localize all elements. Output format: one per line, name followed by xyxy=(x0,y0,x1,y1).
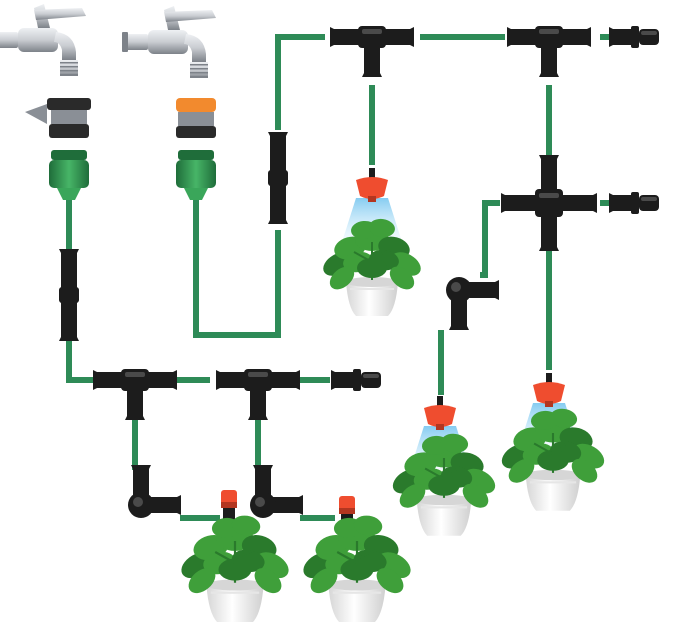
quick-connector-icon xyxy=(176,98,216,138)
potted-plant-icon xyxy=(303,515,411,623)
cross-fitting-icon xyxy=(501,155,597,251)
tube-faucet2-rise xyxy=(275,34,325,130)
quick-connector-icon xyxy=(49,150,89,200)
tee-fitting-icon xyxy=(507,26,591,77)
straight-coupler-icon xyxy=(268,132,288,224)
elbow-fitting-icon xyxy=(446,277,499,330)
tee-fitting-icon xyxy=(93,369,177,420)
objects-layer xyxy=(0,4,605,623)
quick-connector-icon xyxy=(25,98,91,138)
elbow-fitting-icon xyxy=(250,465,303,518)
tube-faucet2-loop xyxy=(193,195,281,338)
end-plug-icon xyxy=(331,369,381,391)
tee-fitting-icon xyxy=(330,26,414,77)
end-plug-icon xyxy=(609,192,659,214)
quick-connector-icon xyxy=(176,150,216,200)
faucet-icon xyxy=(122,6,216,78)
straight-coupler-icon xyxy=(59,249,79,341)
tee-fitting-icon xyxy=(216,369,300,420)
elbow-fitting-icon xyxy=(128,465,181,518)
tube-left-drop-lower xyxy=(66,340,100,383)
end-plug-icon xyxy=(609,26,659,48)
faucet-icon xyxy=(0,4,86,76)
potted-plant-icon xyxy=(181,515,289,623)
tube-cross-left xyxy=(480,200,500,278)
potted-plant-icon xyxy=(392,433,496,536)
potted-plant-icon xyxy=(323,218,421,316)
potted-plant-icon xyxy=(501,408,605,511)
